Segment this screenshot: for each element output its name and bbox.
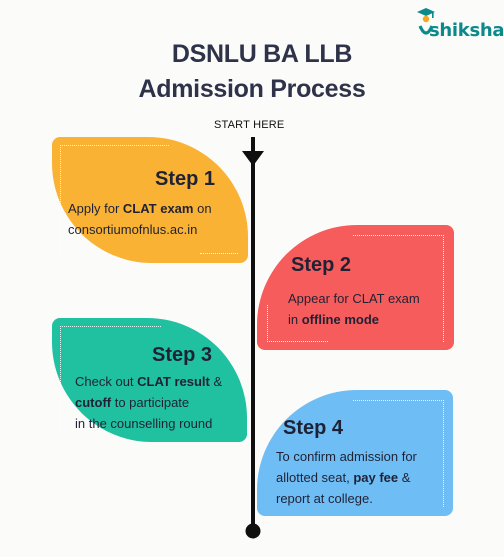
graduate-icon — [417, 8, 435, 35]
dotted-border — [200, 145, 238, 254]
dotted-border — [60, 145, 169, 254]
step-1-card: Step 1 Apply for CLAT exam on consortium… — [52, 137, 248, 263]
step-4-title: Step 4 — [283, 417, 344, 439]
shiksha-logo[interactable]: shiksha — [414, 6, 504, 48]
start-here-label: START HERE — [214, 119, 285, 131]
step-1-description: Apply for CLAT exam on consortiumofnlus.… — [68, 201, 212, 237]
logo-text: shiksha — [429, 20, 504, 41]
step-3-title: Step 3 — [152, 344, 213, 366]
dotted-border — [60, 326, 161, 433]
dotted-border — [267, 305, 328, 342]
page-title: DSNLU BA LLB — [171, 40, 353, 68]
page-subtitle: Admission Process — [138, 75, 366, 103]
start-arrow-icon — [242, 151, 264, 166]
step-2-title: Step 2 — [291, 254, 352, 276]
step-3-description: Check out CLAT result & cutoff to partic… — [75, 374, 223, 431]
end-dot-icon — [245, 523, 261, 539]
step-2-description: Appear for CLAT exam in offline mode — [288, 291, 420, 327]
dotted-border — [353, 400, 444, 507]
step-4-description: To confirm admission for allotted seat, … — [276, 449, 417, 506]
step-4-card: Step 4 To confirm admission for allotted… — [257, 390, 453, 516]
step-1-title: Step 1 — [155, 168, 216, 190]
dotted-border — [353, 235, 444, 342]
